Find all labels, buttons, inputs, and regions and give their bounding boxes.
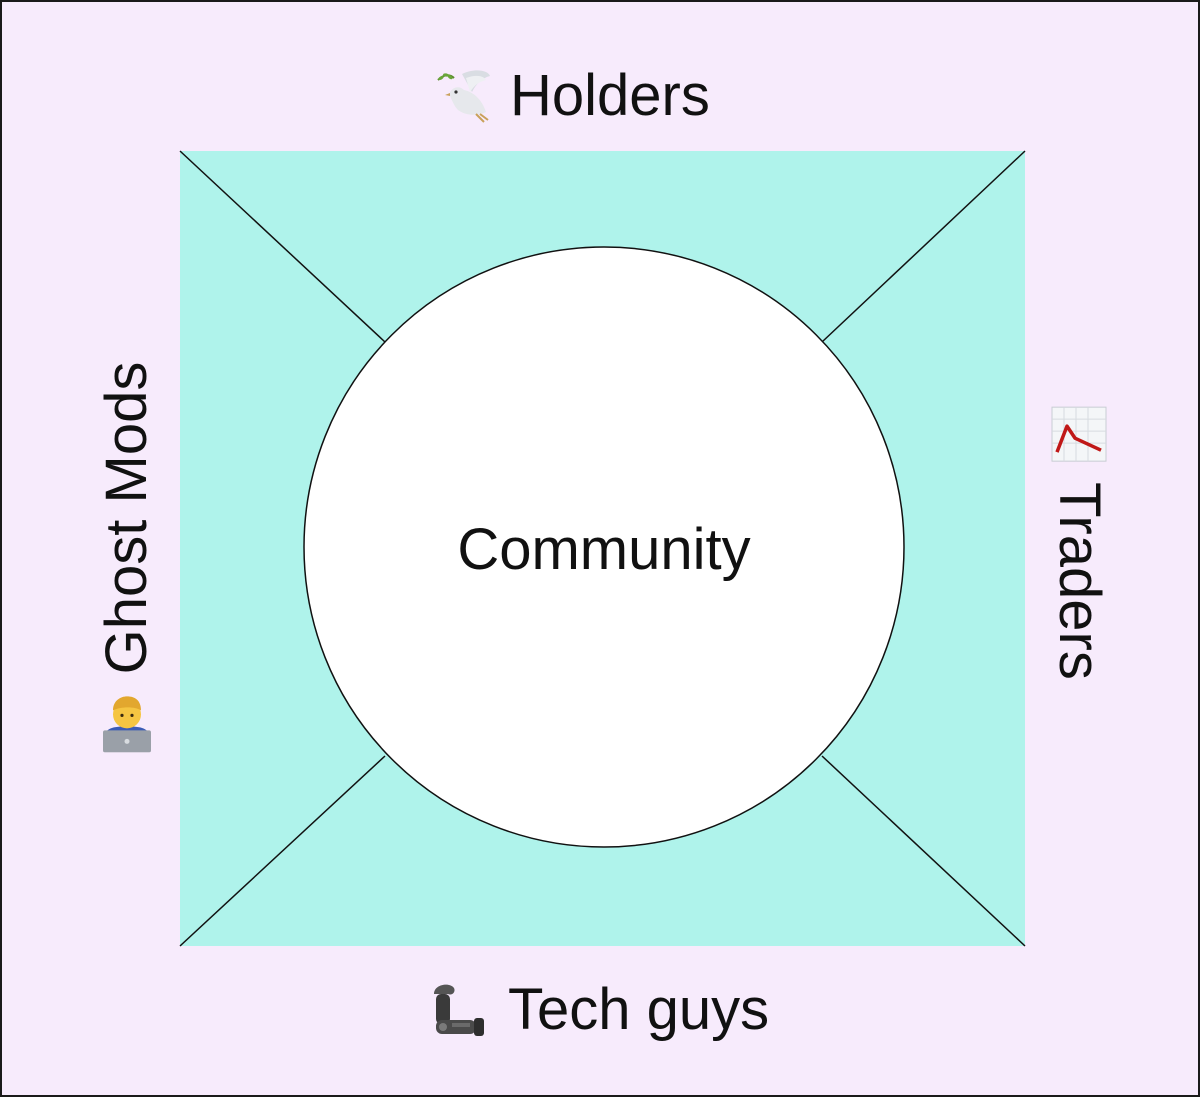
tech-guys-text: Tech guys (508, 977, 770, 1042)
ghost-mods-text: Ghost Mods (94, 361, 159, 675)
holders-text: Holders (510, 63, 710, 128)
connector-top-left (179, 150, 386, 343)
community-label: Community (457, 517, 751, 582)
connector-bottom-right (821, 755, 1026, 947)
ghost-mods-label: Ghost Mods (94, 361, 159, 753)
tech-guys-label: Tech guys (430, 980, 769, 1040)
connector-bottom-left (179, 755, 386, 947)
dove-icon (437, 70, 490, 123)
community-circle (303, 246, 905, 848)
traders-label: Traders (1047, 404, 1112, 680)
holders-label: Holders (432, 66, 710, 126)
chart-increasing-icon (1051, 406, 1107, 462)
connector-top-right (821, 150, 1026, 343)
technologist-icon (103, 696, 151, 753)
mechanical-arm-icon (434, 984, 484, 1036)
traders-text: Traders (1047, 482, 1112, 680)
